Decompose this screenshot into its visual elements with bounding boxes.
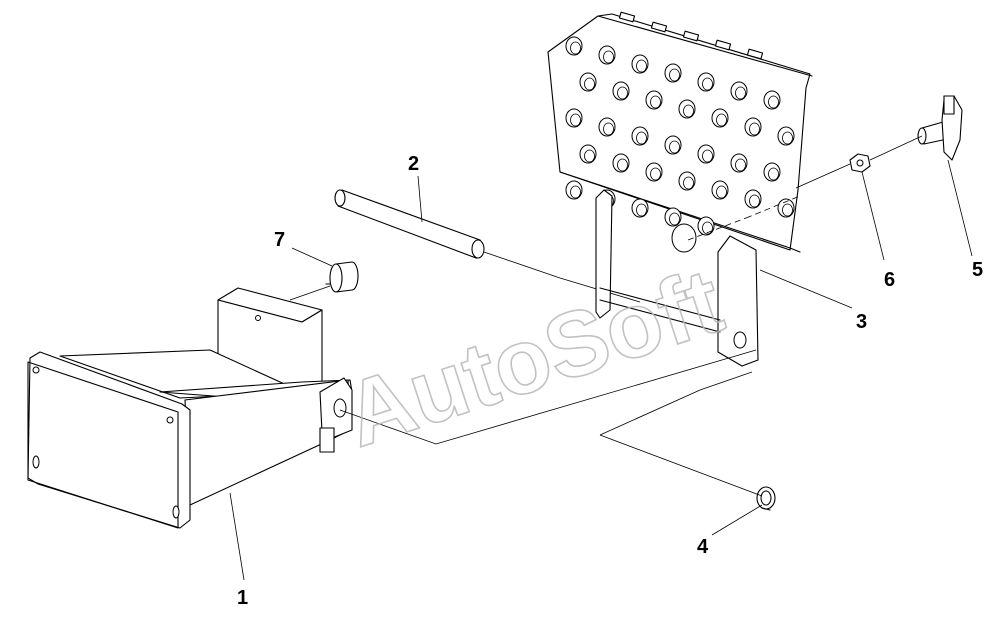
pedal-top-clips: [618, 11, 764, 60]
perforation-hole-inner: [584, 149, 595, 163]
perforation-hole: [730, 81, 748, 101]
perforation-hole: [711, 180, 729, 200]
part-5-bolt: [917, 95, 963, 161]
perforation-hole-inner: [570, 113, 581, 127]
pedal-perforations: [565, 36, 795, 236]
perforation-hole-inner: [617, 158, 628, 172]
perforation-hole: [631, 126, 649, 146]
perforation-hole-inner: [716, 113, 727, 127]
perforation-hole: [678, 99, 696, 119]
perforation-hole-inner: [702, 149, 713, 163]
leader-lines: [229, 159, 973, 581]
callout-1: 1: [237, 587, 248, 609]
perforation-hole: [697, 216, 715, 236]
part-6-nut: [849, 153, 871, 173]
perforation-hole: [777, 126, 795, 146]
perforation-hole: [565, 180, 583, 200]
perforation-hole-inner: [716, 185, 727, 199]
callout-3: 3: [856, 311, 867, 333]
perforation-hole: [678, 171, 696, 191]
callout-2: 2: [408, 153, 419, 175]
perforation-hole-inner: [782, 203, 793, 217]
perforation-hole-inner: [702, 221, 713, 235]
perforation-hole: [645, 162, 663, 182]
perforation-hole-inner: [636, 131, 647, 145]
perforation-hole: [664, 207, 682, 227]
perforation-hole-inner: [650, 95, 661, 109]
callout-7: 7: [274, 229, 285, 251]
perforation-hole-inner: [570, 185, 581, 199]
perforation-hole-inner: [669, 212, 680, 226]
perforation-hole-inner: [584, 77, 595, 91]
perforation-hole: [579, 144, 597, 164]
callout-labels: 1 2 3 4 5 6 7: [237, 153, 983, 609]
perforation-hole-inner: [702, 77, 713, 91]
perforation-hole-inner: [570, 41, 581, 55]
perforation-hole-inner: [683, 176, 694, 190]
perforation-hole: [763, 90, 781, 110]
perforation-hole-inner: [603, 50, 614, 64]
perforation-hole: [631, 54, 649, 74]
part-3-pedal: [547, 11, 813, 367]
perforation-hole: [664, 135, 682, 155]
perforation-hole-inner: [749, 122, 760, 136]
perforation-hole-inner: [749, 194, 760, 208]
part-1-bracket: [27, 287, 353, 529]
perforation-hole-inner: [650, 167, 661, 181]
assembly-lines: [339, 135, 923, 497]
perforation-hole: [598, 45, 616, 65]
perforation-hole: [645, 90, 663, 110]
part-7-spacer: [289, 261, 359, 301]
perforation-hole: [565, 108, 583, 128]
callout-6: 6: [884, 269, 895, 291]
perforation-hole-inner: [669, 68, 680, 82]
perforation-hole-inner: [735, 86, 746, 100]
perforation-hole: [744, 189, 762, 209]
watermark: AutoSoft: [333, 250, 734, 467]
perforation-hole-inner: [768, 95, 779, 109]
perforation-hole-inner: [735, 158, 746, 172]
perforation-hole-inner: [683, 104, 694, 118]
perforation-hole: [763, 162, 781, 182]
perforation-hole: [697, 72, 715, 92]
perforation-hole-inner: [636, 203, 647, 217]
perforation-hole: [631, 198, 649, 218]
perforation-hole: [697, 144, 715, 164]
perforation-hole: [579, 72, 597, 92]
perforation-hole-inner: [603, 122, 614, 136]
perforation-hole-inner: [669, 140, 680, 154]
perforation-hole-inner: [782, 131, 793, 145]
perforation-hole: [612, 81, 630, 101]
perforation-hole: [612, 153, 630, 173]
perforation-hole: [777, 198, 795, 218]
perforation-hole: [598, 117, 616, 137]
perforation-hole-inner: [768, 167, 779, 181]
perforation-hole-inner: [636, 59, 647, 73]
part-2-pin: [334, 189, 641, 303]
callout-4: 4: [697, 536, 709, 558]
perforation-hole: [565, 36, 583, 56]
part-4-circlip: [756, 486, 776, 511]
perforation-hole: [664, 63, 682, 83]
perforation-hole-inner: [617, 86, 628, 100]
perforation-hole: [744, 117, 762, 137]
perforation-hole: [730, 153, 748, 173]
callout-5: 5: [972, 259, 983, 281]
perforation-hole: [711, 108, 729, 128]
